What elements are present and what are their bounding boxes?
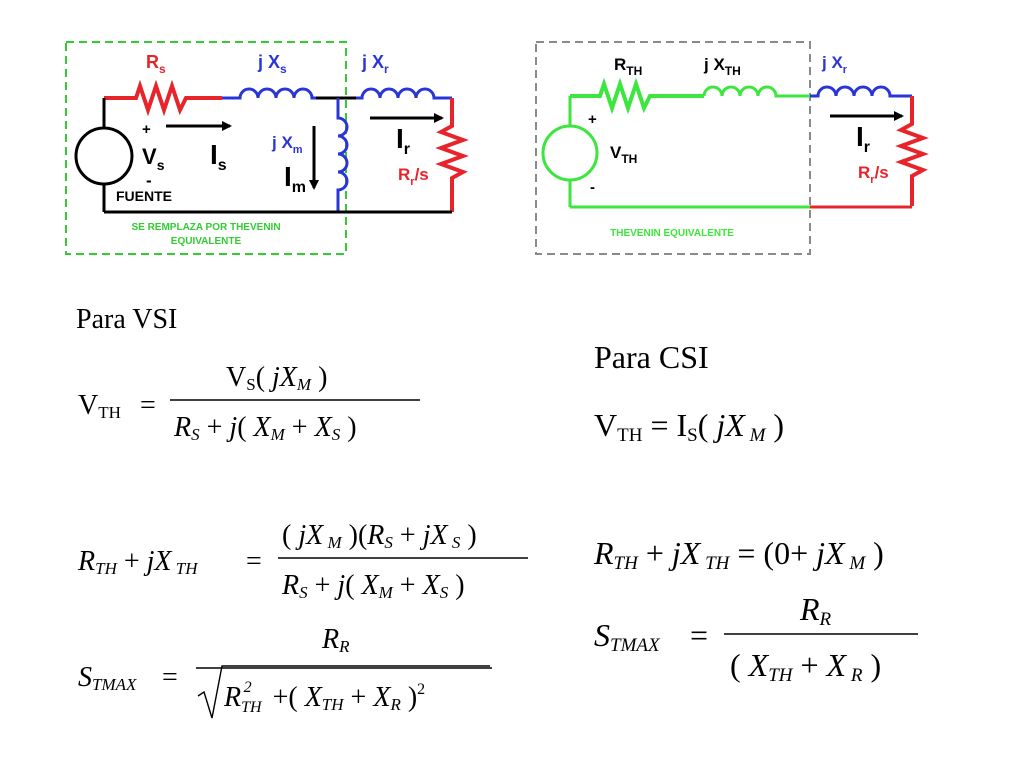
rth-resistor <box>570 77 704 115</box>
voltage-source-icon <box>74 126 134 186</box>
vs-plus: + <box>142 121 151 138</box>
csi-heading: Para CSI <box>594 339 709 375</box>
svg-text:VTH = IS( jX M ): VTH = IS( jX M ) <box>594 407 784 446</box>
right-circuit: RTH j XTH j Xr + VTH - Ir Rr/s THEVENIN … <box>535 41 929 255</box>
svg-text:RS + j( XM + XS ): RS + j( XM + XS ) <box>173 412 357 444</box>
thevenin-box <box>535 41 811 255</box>
svg-text:RR: RR <box>321 624 350 656</box>
equations: Para VSI Para CSI VTH = VS( jXM ) RS + j… <box>76 304 918 719</box>
svg-text:=: = <box>246 546 262 577</box>
svg-text:STMAX: STMAX <box>78 662 137 694</box>
vsi-heading: Para VSI <box>76 304 177 335</box>
replacement-note-line1: SE REMPLAZA POR THEVENIN <box>131 222 280 233</box>
rs-label: Rs <box>146 52 166 76</box>
svg-text:RTH + jX TH = (0+ jX M ): RTH + jX TH = (0+ jX M ) <box>593 535 884 574</box>
jxs-label: j Xs <box>257 52 287 76</box>
vsi-smax-equation: STMAX = RR RTH2 +( XTH + XR )2 <box>78 624 492 719</box>
jxr-inductor <box>356 87 452 100</box>
ir-label: Ir <box>396 123 410 158</box>
im-label: Im <box>284 161 306 196</box>
ir-label-right: Ir <box>856 121 870 156</box>
rr-label-right: Rr/s <box>858 163 889 186</box>
jxr-label: j Xr <box>361 52 389 76</box>
svg-text:RTH2 +( XTH + XR )2: RTH2 +( XTH + XR )2 <box>223 679 425 716</box>
vth-plus: + <box>588 111 597 128</box>
jxs-inductor <box>222 87 330 100</box>
csi-smax-equation: STMAX = RR ( XTH + X R ) <box>594 591 918 686</box>
svg-text:=: = <box>690 617 708 653</box>
vth-label: VTH <box>610 143 637 166</box>
jxr-inductor-right <box>810 85 912 98</box>
jxth-inductor <box>702 85 810 98</box>
svg-text:RTH + jX TH: RTH + jX TH <box>77 546 199 578</box>
svg-text:( jX M )(RS + jX S ): ( jX M )(RS + jX S ) <box>282 520 477 552</box>
is-label: Is <box>210 139 227 174</box>
vs-minus: - <box>146 171 152 190</box>
rr-label: Rr/s <box>398 165 429 188</box>
vsi-zth-equation: RTH + jX TH = ( jX M )(RS + jX S ) RS + … <box>77 520 528 602</box>
thevenin-source-icon <box>541 124 599 182</box>
svg-text:STMAX: STMAX <box>594 617 661 656</box>
left-circuit: Rs j Xs j Xr j Xm + Vs - Is Im Ir Rr/s F… <box>65 41 469 255</box>
csi-vth-equation: VTH = IS( jX M ) <box>594 407 784 446</box>
csi-zth-equation: RTH + jX TH = (0+ jX M ) <box>593 535 884 574</box>
rth-label: RTH <box>614 55 642 78</box>
jxr-label-right: j Xr <box>821 53 848 76</box>
rr-resistor <box>435 98 469 212</box>
svg-text:=: = <box>140 390 156 421</box>
svg-text:RR: RR <box>799 591 832 630</box>
vsi-vth-equation: VTH = VS( jXM ) RS + j( XM + XS ) <box>78 362 420 444</box>
jxth-label: j XTH <box>703 55 741 78</box>
rr-resistor-right <box>895 96 929 206</box>
jxm-inductor <box>336 98 349 212</box>
vth-minus: - <box>590 179 595 196</box>
svg-text:VS( jXM ): VS( jXM ) <box>226 362 327 394</box>
svg-text:VTH: VTH <box>78 390 121 422</box>
thevenin-note: THEVENIN EQUIVALENTE <box>610 228 734 239</box>
svg-text:RS + j( XM + XS ): RS + j( XM + XS ) <box>281 570 465 602</box>
fuente-label: FUENTE <box>116 188 172 204</box>
svg-text:=: = <box>162 662 178 693</box>
jxm-label: j Xm <box>271 133 303 156</box>
replacement-note-line2: EQUIVALENTE <box>171 236 242 247</box>
source-replacement-box <box>65 41 347 255</box>
svg-text:( XTH + X R ): ( XTH + X R ) <box>730 647 881 686</box>
rs-resistor <box>104 79 222 117</box>
vs-label: Vs <box>142 144 165 173</box>
